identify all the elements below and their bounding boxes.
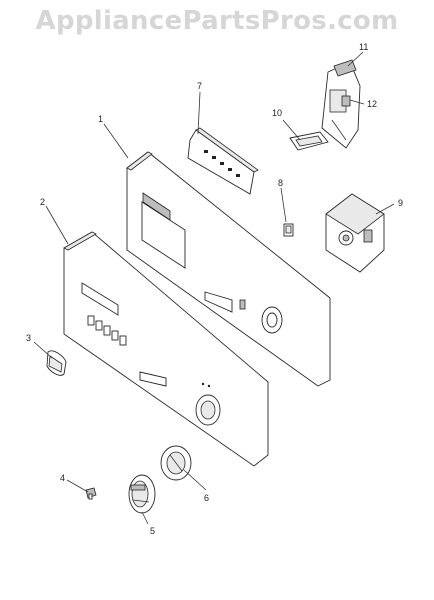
part-11-12-bracket: [321, 59, 361, 149]
site-watermark: AppliancePartsPros.com: [35, 6, 399, 36]
part-3-button: [46, 350, 67, 376]
part-1-rear-panel: [126, 151, 331, 387]
button-row: [87, 315, 127, 346]
callout-5: 5: [150, 526, 155, 536]
callout-4: 4: [60, 473, 65, 483]
part-2-front-panel: [63, 231, 269, 467]
callout-6: 6: [204, 493, 209, 503]
callout-2: 2: [40, 197, 45, 207]
callout-7: 7: [197, 81, 202, 91]
part-9-timer: [325, 193, 385, 273]
part-5-knob: [128, 474, 156, 514]
callout-3: 3: [26, 333, 31, 343]
callout-11: 11: [359, 42, 368, 52]
part-7-display-board: [187, 127, 259, 195]
callout-9: 9: [398, 198, 403, 208]
part-10-button-cap: [289, 131, 329, 151]
leader-lines: [33, 51, 395, 525]
part-8-switch: [283, 223, 294, 237]
callout-10: 10: [272, 108, 282, 118]
part-6-dial-ring: [160, 445, 192, 481]
callout-12: 12: [367, 99, 377, 109]
callout-8: 8: [278, 178, 283, 188]
part-4-screw: [85, 487, 97, 500]
callout-1: 1: [98, 114, 103, 124]
